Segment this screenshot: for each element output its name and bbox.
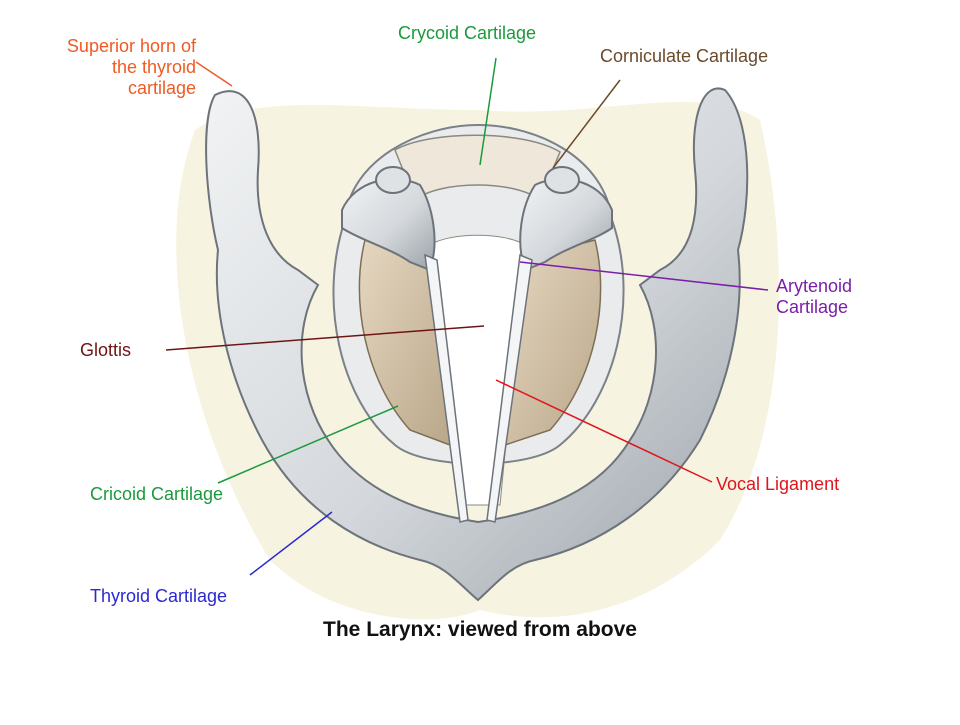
label-cricoid-cartilage: Cricoid Cartilage <box>90 484 224 504</box>
leader-corniculate <box>552 79 621 169</box>
leader-thyroid <box>249 511 333 576</box>
right-fold-tissue <box>504 239 602 447</box>
label-arytenoid-cartilage: Arytenoid Cartilage <box>776 276 852 318</box>
leader-cricoid-bottom <box>217 405 399 484</box>
label-superior-horn-line3: cartilage <box>127 78 196 98</box>
label-crycoid-cartilage: Crycoid Cartilage <box>398 23 537 43</box>
label-arytenoid-line2: Cartilage <box>776 297 849 317</box>
thyroid-cartilage-shape <box>205 87 749 602</box>
leader-superior-horn <box>195 61 233 87</box>
right-corniculate-shape <box>544 166 580 194</box>
label-arytenoid-line1: Arytenoid <box>776 276 853 296</box>
diagram-caption: The Larynx: viewed from above <box>323 618 637 641</box>
label-thyroid-cartilage: Thyroid Cartilage <box>90 586 228 606</box>
left-fold-tissue <box>358 239 451 447</box>
label-superior-horn: Superior horn of the thyroid cartilage <box>20 36 196 99</box>
label-vocal-ligament: Vocal Ligament <box>716 474 840 494</box>
left-corniculate-shape <box>375 166 411 194</box>
leader-vocal-ligament <box>495 379 713 483</box>
label-superior-horn-line2: the thyroid <box>111 57 196 77</box>
label-glottis: Glottis <box>80 340 132 360</box>
label-corniculate-cartilage: Corniculate Cartilage <box>600 46 769 66</box>
leader-crycoid-top <box>479 57 497 166</box>
left-vocal-ligament-shape <box>424 253 469 523</box>
leader-arytenoid <box>519 261 769 291</box>
right-vocal-ligament-shape <box>486 253 533 523</box>
label-superior-horn-line1: Superior horn of <box>66 36 196 56</box>
posterior-membrane <box>394 134 561 202</box>
leader-glottis <box>165 325 485 351</box>
